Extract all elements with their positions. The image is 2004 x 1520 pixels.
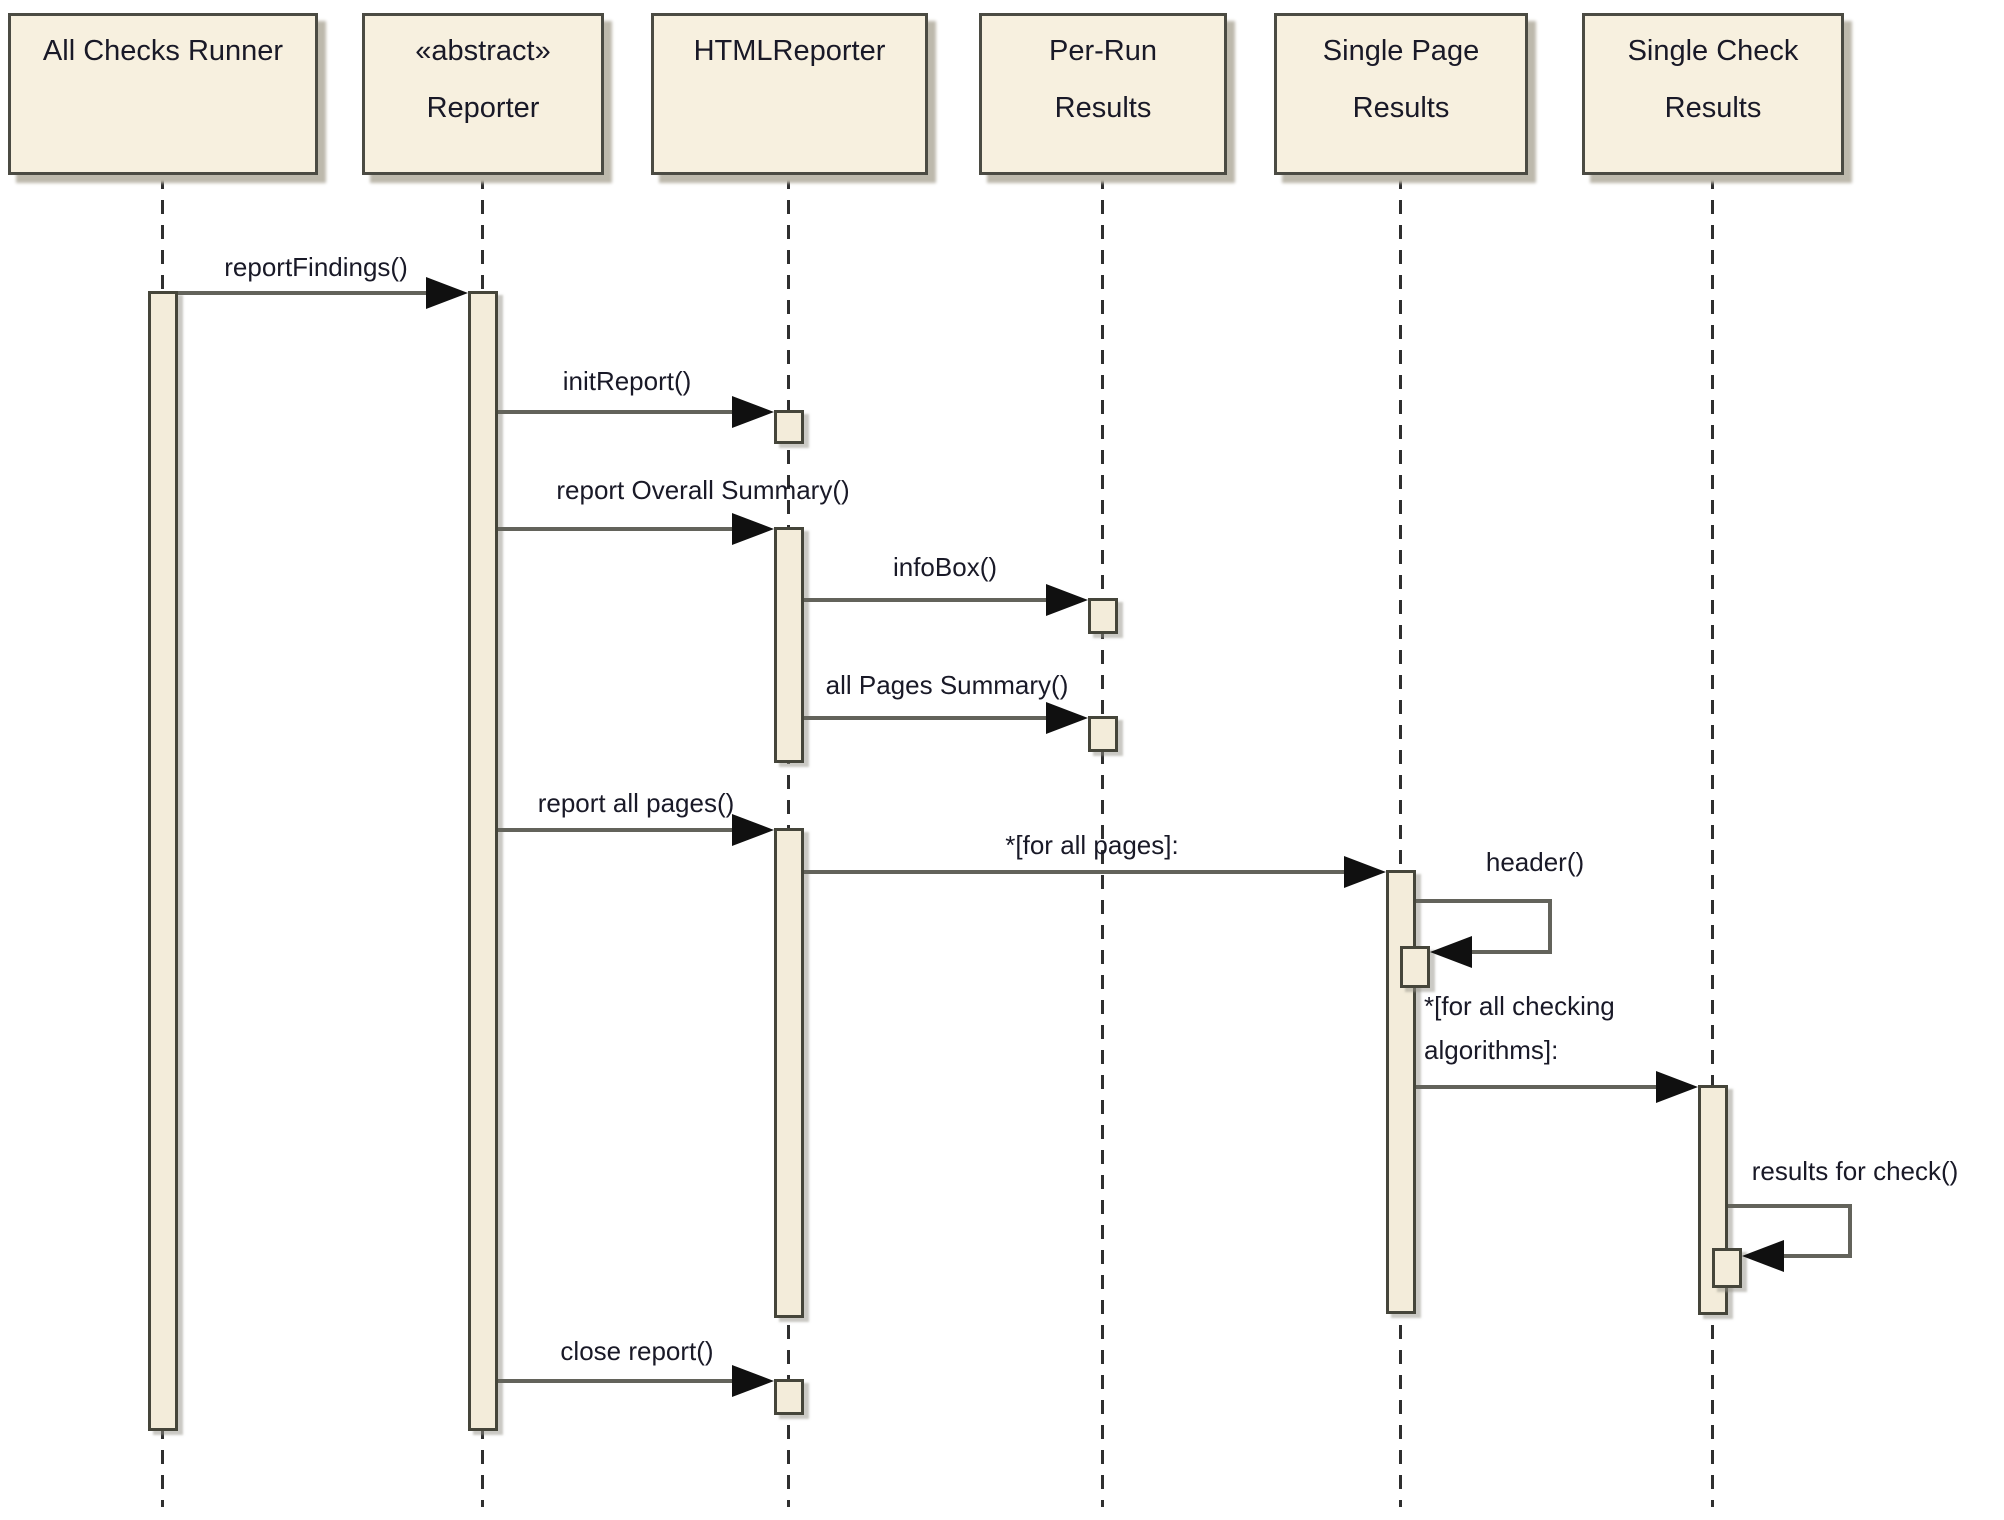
self-call-header-return [1468,950,1552,954]
activation-html-close-report [774,1379,804,1415]
activation-html-init-report [774,410,804,444]
message-line-report-overall-summary [498,527,740,531]
message-line-info-box [804,598,1056,602]
arrowhead-info-box [1046,584,1088,616]
arrowhead-close-report [732,1365,774,1397]
participant-label: Single Page [1322,35,1480,67]
activation-reporter [468,291,498,1431]
participant-per-run-results: Per-Run Results [979,13,1227,175]
participant-all-checks-runner: All Checks Runner [8,13,318,175]
participant-label: Reporter [426,92,540,124]
message-label-report-findings: reportFindings() [224,252,408,282]
lifeline-single-page-results [1399,175,1402,1507]
self-call-header-side [1548,899,1552,954]
message-line-init-report [498,410,740,414]
participant-label [11,79,315,81]
message-line-all-pages-summary [804,716,1056,720]
arrowhead-for-all-checking-algorithms [1656,1071,1698,1103]
self-call-header-out [1416,899,1552,903]
lifeline-per-run-results [1101,175,1104,1507]
self-call-results-return [1780,1254,1852,1258]
arrowhead-report-all-pages [732,814,774,846]
message-label-report-overall-summary: report Overall Summary() [556,475,850,505]
participant-label: All Checks Runner [42,35,284,67]
activation-html-overall-summary [774,527,804,763]
activation-html-report-all-pages [774,828,804,1318]
message-label-init-report: initReport() [562,366,692,396]
message-label-info-box: infoBox() [892,552,998,582]
message-label-for-all-checking-algorithms: *[for all checking algorithms]: [1424,984,1615,1072]
activation-all-checks-runner [148,291,178,1431]
message-line-report-findings [178,291,434,295]
arrowhead-results-for-check [1742,1240,1784,1272]
arrowhead-for-all-pages [1344,856,1386,888]
arrowhead-header [1430,936,1472,968]
participant-label [654,79,925,81]
activation-single-page-header-nested [1400,946,1430,988]
participant-single-check-results: Single Check Results [1582,13,1844,175]
message-label-line1: *[for all checking [1424,991,1615,1021]
participant-label: Single Check [1627,35,1799,67]
arrowhead-report-findings [426,277,468,309]
arrowhead-all-pages-summary [1046,702,1088,734]
message-line-report-all-pages [498,828,740,832]
message-label-close-report: close report() [560,1336,714,1366]
participant-abstract-reporter: «abstract» Reporter [362,13,604,175]
activation-per-run-all-pages-summary [1088,716,1118,752]
participant-label: Per-Run [1049,35,1157,67]
message-label-results-for-check: results for check() [1751,1156,1959,1186]
participant-label: Results [1054,92,1152,124]
message-label-report-all-pages: report all pages() [537,788,735,818]
message-line-for-all-checking-algorithms [1416,1085,1666,1089]
arrowhead-init-report [732,396,774,428]
participant-single-page-results: Single Page Results [1274,13,1528,175]
self-call-results-side [1848,1204,1852,1258]
activation-per-run-infobox [1088,598,1118,634]
message-label-for-all-pages: *[for all pages]: [1005,830,1179,860]
message-label-header: header() [1485,847,1585,877]
message-label-all-pages-summary: all Pages Summary() [825,670,1069,700]
message-line-close-report [498,1379,740,1383]
participant-label: Results [1664,92,1762,124]
participant-label: Results [1352,92,1450,124]
lifeline-single-check-results [1711,175,1714,1507]
self-call-results-out [1728,1204,1852,1208]
participant-html-reporter: HTMLReporter [651,13,928,175]
activation-single-check-nested [1712,1248,1742,1288]
participant-label: «abstract» [415,35,551,67]
arrowhead-report-overall-summary [732,513,774,545]
participant-label: HTMLReporter [693,35,886,67]
message-line-for-all-pages [804,870,1354,874]
activation-single-page-results [1386,870,1416,1314]
message-label-line2: algorithms]: [1424,1035,1559,1065]
